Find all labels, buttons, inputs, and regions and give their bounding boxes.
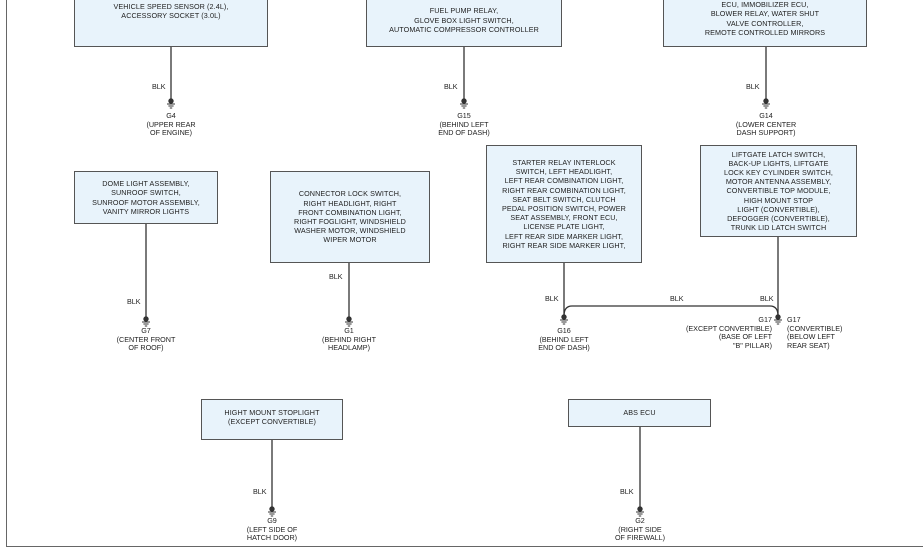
ground-symbol-g2 (636, 506, 644, 517)
ground-symbol-g9 (268, 506, 276, 517)
component-box-connector-lock: CONNECTOR LOCK SWITCH, RIGHT HEADLIGHT, … (270, 171, 430, 263)
component-box-starter-relay: STARTER RELAY INTERLOCK SWITCH, LEFT HEA… (486, 145, 642, 263)
diagram-frame (6, 0, 923, 547)
ground-label-g7: G7(CENTER FRONT OF ROOF) (116, 326, 176, 353)
wire-label-blk: BLK (760, 294, 774, 303)
ground-label-g17-convertible: G17(CONVERTIBLE) (BELOW LEFT REAR SEAT) (787, 315, 843, 350)
ground-symbol-g7 (142, 316, 150, 327)
ground-label-g14: G14(LOWER CENTER DASH SUPPORT) (735, 111, 797, 138)
component-box-top-center: FUEL PUMP RELAY, GLOVE BOX LIGHT SWITCH,… (366, 0, 562, 47)
ground-label-g17-except-convertible: G17(EXCEPT CONVERTIBLE) (BASE OF LEFT "B… (685, 315, 772, 350)
ground-symbol-g4 (167, 98, 175, 109)
ground-symbol-g17 (774, 314, 782, 325)
ground-label-g2: G2(RIGHT SIDE OF FIREWALL) (614, 516, 666, 543)
wire-label-blk: BLK (670, 294, 684, 303)
wire-label-blk: BLK (545, 294, 559, 303)
ground-symbol-g16 (560, 314, 568, 325)
component-box-liftgate: LIFTGATE LATCH SWITCH, BACK-UP LIGHTS, L… (700, 145, 857, 237)
wire-label-blk: BLK (746, 82, 760, 91)
component-box-top-right: ECU, IMMOBILIZER ECU, BLOWER RELAY, WATE… (663, 0, 867, 47)
wire-label-blk: BLK (152, 82, 166, 91)
ground-label-g15: G15(BEHIND LEFT END OF DASH) (438, 111, 490, 138)
ground-symbol-g15 (460, 98, 468, 109)
component-box-stoplight: HIGHT MOUNT STOPLIGHT (EXCEPT CONVERTIBL… (201, 399, 343, 440)
wire-label-blk: BLK (620, 487, 634, 496)
ground-label-g9: G9(LEFT SIDE OF HATCH DOOR) (246, 516, 298, 543)
ground-label-g1: G1(BEHIND RIGHT HEADLAMP) (322, 326, 376, 353)
component-box-top-left: VEHICLE SPEED SENSOR (2.4L), ACCESSORY S… (74, 0, 268, 47)
ground-label-g16: G16(BEHIND LEFT END OF DASH) (538, 326, 590, 353)
wire-label-blk: BLK (253, 487, 267, 496)
component-box-abs-ecu: ABS ECU (568, 399, 711, 427)
ground-symbol-g1 (345, 316, 353, 327)
component-box-dome: DOME LIGHT ASSEMBLY, SUNROOF SWITCH, SUN… (74, 171, 218, 224)
wire-label-blk: BLK (444, 82, 458, 91)
wire-label-blk: BLK (329, 272, 343, 281)
wire-label-blk: BLK (127, 297, 141, 306)
ground-symbol-g14 (762, 98, 770, 109)
ground-label-g4: G4(UPPER REAR OF ENGINE) (146, 111, 196, 138)
